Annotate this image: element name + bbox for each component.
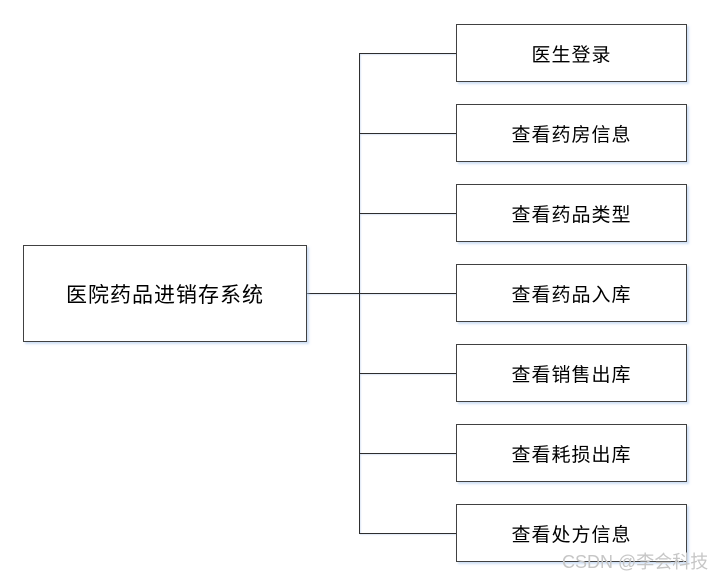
node-label: 查看药品入库 bbox=[511, 284, 632, 306]
root-node-system: 医院药品进销存系统 bbox=[23, 245, 307, 342]
branch-line-view-sales-outbound bbox=[359, 373, 456, 374]
node-view-loss-outbound: 查看耗损出库 bbox=[456, 424, 687, 482]
node-view-sales-outbound: 查看销售出库 bbox=[456, 344, 687, 402]
node-label: 查看药品类型 bbox=[511, 204, 632, 226]
node-label: 查看耗损出库 bbox=[511, 444, 632, 466]
branch-line-view-drug-inbound bbox=[359, 293, 456, 294]
node-view-pharmacy-info: 查看药房信息 bbox=[456, 104, 687, 162]
root-connector-line bbox=[306, 293, 359, 294]
branch-line-view-pharmacy-info bbox=[359, 133, 456, 134]
node-view-drug-type: 查看药品类型 bbox=[456, 184, 687, 242]
root-node-label: 医院药品进销存系统 bbox=[66, 283, 264, 307]
node-view-drug-inbound: 查看药品入库 bbox=[456, 264, 687, 322]
branch-line-view-drug-type bbox=[359, 213, 456, 214]
node-label: 查看处方信息 bbox=[511, 524, 632, 546]
node-label: 查看药房信息 bbox=[511, 124, 632, 146]
branch-line-view-prescription-info bbox=[359, 533, 456, 534]
node-doctor-login: 医生登录 bbox=[456, 24, 687, 82]
node-label: 查看销售出库 bbox=[511, 364, 632, 386]
branch-line-view-loss-outbound bbox=[359, 453, 456, 454]
csdn-watermark: CSDN @李会科技 bbox=[562, 552, 709, 572]
node-view-prescription-info: 查看处方信息 bbox=[456, 504, 687, 562]
branch-line-doctor-login bbox=[359, 53, 456, 54]
node-label: 医生登录 bbox=[531, 44, 612, 66]
